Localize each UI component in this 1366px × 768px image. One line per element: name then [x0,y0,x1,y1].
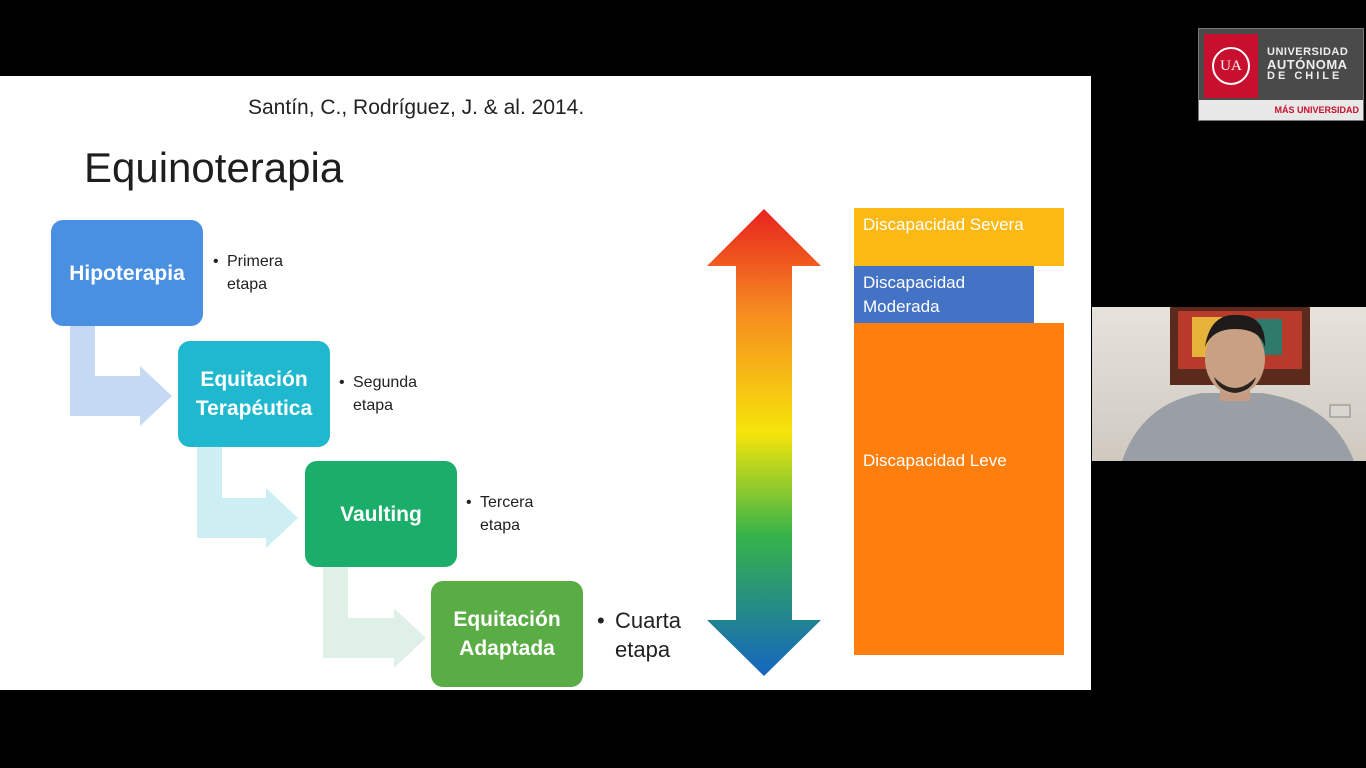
university-logo: UA UNIVERSIDAD AUTÓNOMA DE CHILE MÁS UNI… [1198,28,1364,121]
connector-arrow-2 [197,446,298,548]
step-label: Equitación Adaptada [453,608,561,660]
step-hipoterapia: Hipoterapia [51,220,203,326]
logo-wordmark: UNIVERSIDAD AUTÓNOMA DE CHILE [1267,47,1348,82]
logo-emblem: UA [1204,34,1258,98]
bullet-icon: • [213,253,219,270]
citation: Santín, C., Rodríguez, J. & al. 2014. [248,96,585,119]
note-segunda: • Segunda etapa [339,371,433,417]
logo-line-1: UNIVERSIDAD [1267,46,1349,58]
presenter-video-frame [1122,307,1354,461]
step-note: Segunda etapa [353,374,418,414]
note-tercera: • Tercera etapa [466,491,560,537]
bar-label: Discapacidad Moderada [863,273,966,316]
note-primera: • Primera etapa [213,250,307,296]
step-equitacion-terapeutica: Equitación Terapéutica [178,341,330,447]
note-cuarta: • Cuarta etapa [597,606,705,664]
step-label: Equitación Terapéutica [195,368,313,420]
slide-title: Equinoterapia [84,144,344,191]
bar-leve: Discapacidad Leve [854,323,1064,655]
bar-moderada: Discapacidad Moderada [854,266,1034,323]
presentation-slide: Santín, C., Rodríguez, J. & al. 2014. Eq… [0,76,1091,690]
presenter-webcam [1092,307,1366,461]
bullet-icon: • [339,374,345,391]
bar-label: Discapacidad Leve [863,451,1007,470]
bullet-icon: • [466,494,472,511]
bar-severa: Discapacidad Severa [854,208,1064,266]
bar-label: Discapacidad Severa [863,215,1024,234]
connector-arrow-1 [70,326,172,426]
logo-seal-icon: UA [1212,47,1250,85]
step-note: Cuarta etapa [615,608,682,662]
step-label: Vaulting [340,502,422,526]
severity-double-arrow [707,209,821,676]
severity-bars: Discapacidad Severa Discapacidad Moderad… [854,208,1064,655]
logo-line-2: AUTÓNOMA [1267,57,1348,72]
step-note: Tercera etapa [480,494,534,534]
connector-arrow-3 [323,566,426,668]
logo-line-3: DE CHILE [1267,70,1343,82]
logo-tagline: MÁS UNIVERSIDAD [1199,100,1363,120]
step-equitacion-adaptada: Equitación Adaptada [431,581,583,687]
step-note: Primera etapa [227,253,284,293]
bullet-icon: • [597,608,605,633]
step-label: Hipoterapia [69,261,185,285]
step-vaulting: Vaulting [305,461,457,567]
process-arrows [70,209,821,676]
